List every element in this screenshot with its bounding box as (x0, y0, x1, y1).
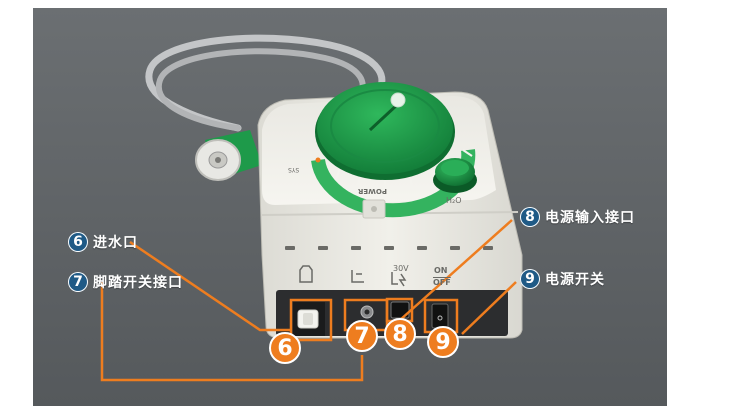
callout-label-water-inlet: 进水口 (93, 235, 138, 251)
orange-badge-6: 6 (269, 332, 301, 364)
callout-number-badge: 9 (520, 269, 540, 289)
panel-h2o-label: H₂O (446, 196, 462, 205)
orange-badge-8: 8 (384, 318, 416, 350)
callout-6: 6 进水口 (68, 231, 138, 253)
callout-label-power-switch: 电源开关 (545, 272, 605, 288)
rear-on-label: ON (434, 266, 448, 275)
rear-voltage-label: 30V (393, 264, 409, 273)
callout-number-badge: 6 (68, 232, 88, 252)
callout-9: 9 电源开关 (520, 268, 605, 290)
callout-8: 8 电源输入接口 (520, 206, 635, 228)
panel-sys-label: SYS (288, 166, 300, 173)
callout-number-badge: 7 (68, 272, 88, 292)
callout-label-foot-switch: 脚踏开关接口 (93, 275, 183, 291)
callout-label-power-input: 电源输入接口 (545, 210, 635, 226)
callout-7: 7 脚踏开关接口 (68, 271, 183, 293)
panel-power-label: POWER (358, 187, 387, 195)
callout-number-badge: 8 (520, 207, 540, 227)
orange-badge-9: 9 (427, 326, 459, 358)
orange-badge-7: 7 (346, 320, 378, 352)
rear-off-label: OFF (433, 278, 451, 287)
